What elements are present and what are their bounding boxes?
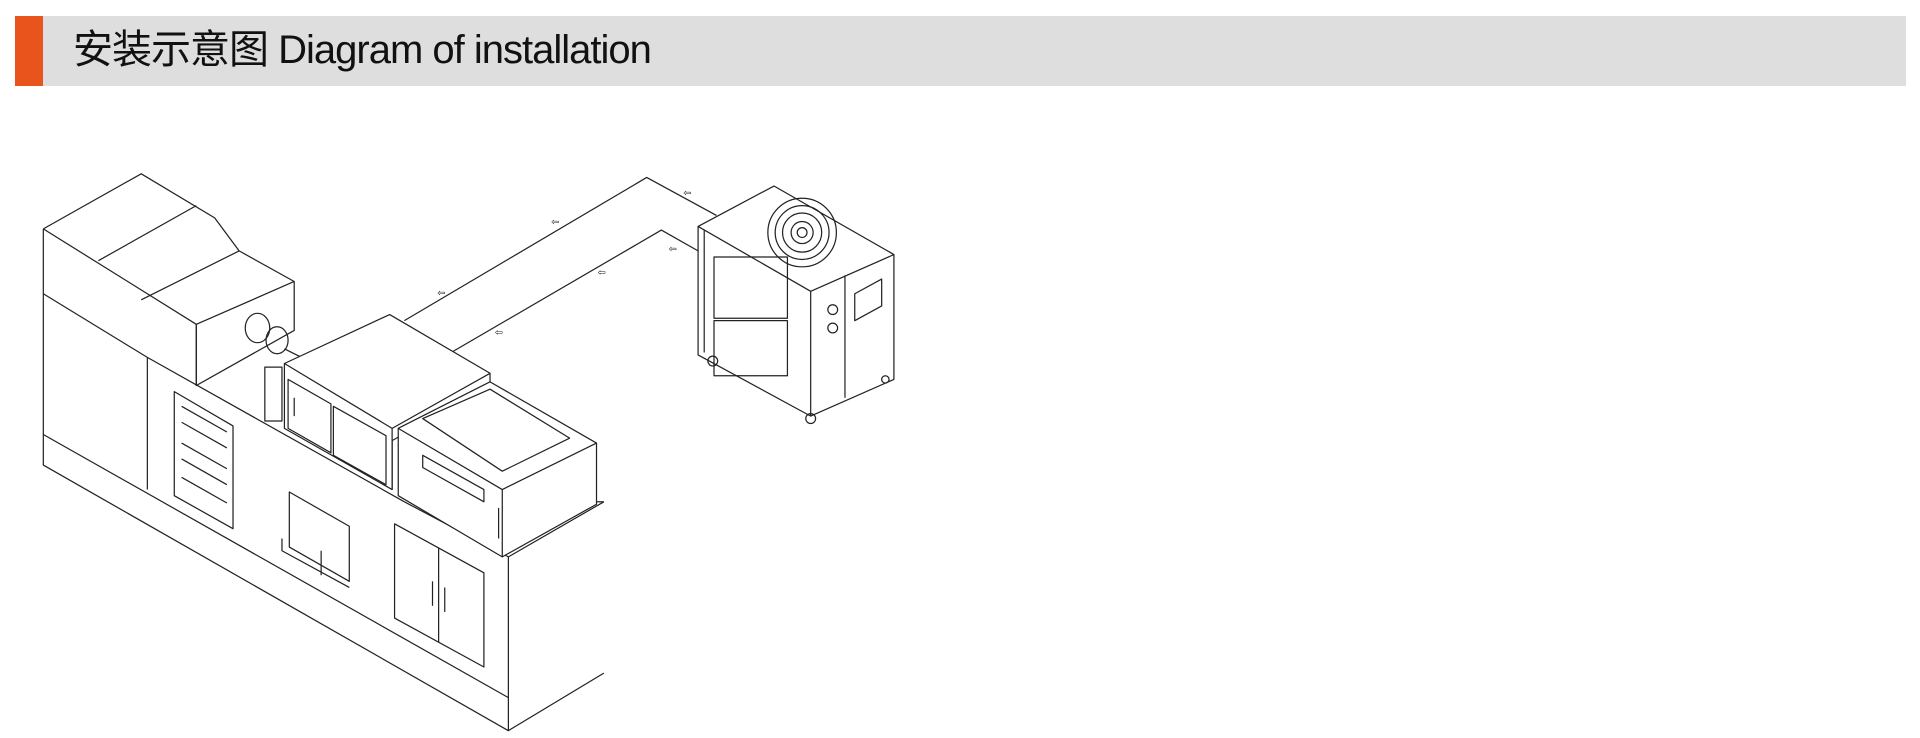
vent-grille-icon [713,256,789,377]
flow-arrow-icon: ⇦ ⇦ ⇦ ⇦ ⇦ ⇦ [437,188,691,339]
svg-text:⇦: ⇦ [551,217,559,228]
caster-wheel-icon [881,375,890,384]
industrial-chiller-icon [697,185,895,425]
svg-text:⇦: ⇦ [598,267,606,278]
water-pipe-icon [404,176,717,352]
header-accent-bar [15,16,43,86]
section-title: 安装示意图 Diagram of installation [73,28,652,72]
control-panel-icon [854,278,883,322]
caster-wheel-icon [707,355,719,367]
section-header: 安装示意图 Diagram of installation [15,16,1906,86]
injection-molding-machine-icon [42,173,605,732]
fan-grille-icon [767,197,837,268]
caster-wheel-icon [805,413,817,425]
svg-text:⇦: ⇦ [683,188,691,199]
vent-grille-icon [264,366,283,422]
svg-text:⇦: ⇦ [495,327,503,338]
svg-text:⇦: ⇦ [437,288,445,299]
svg-text:⇦: ⇦ [669,244,677,255]
